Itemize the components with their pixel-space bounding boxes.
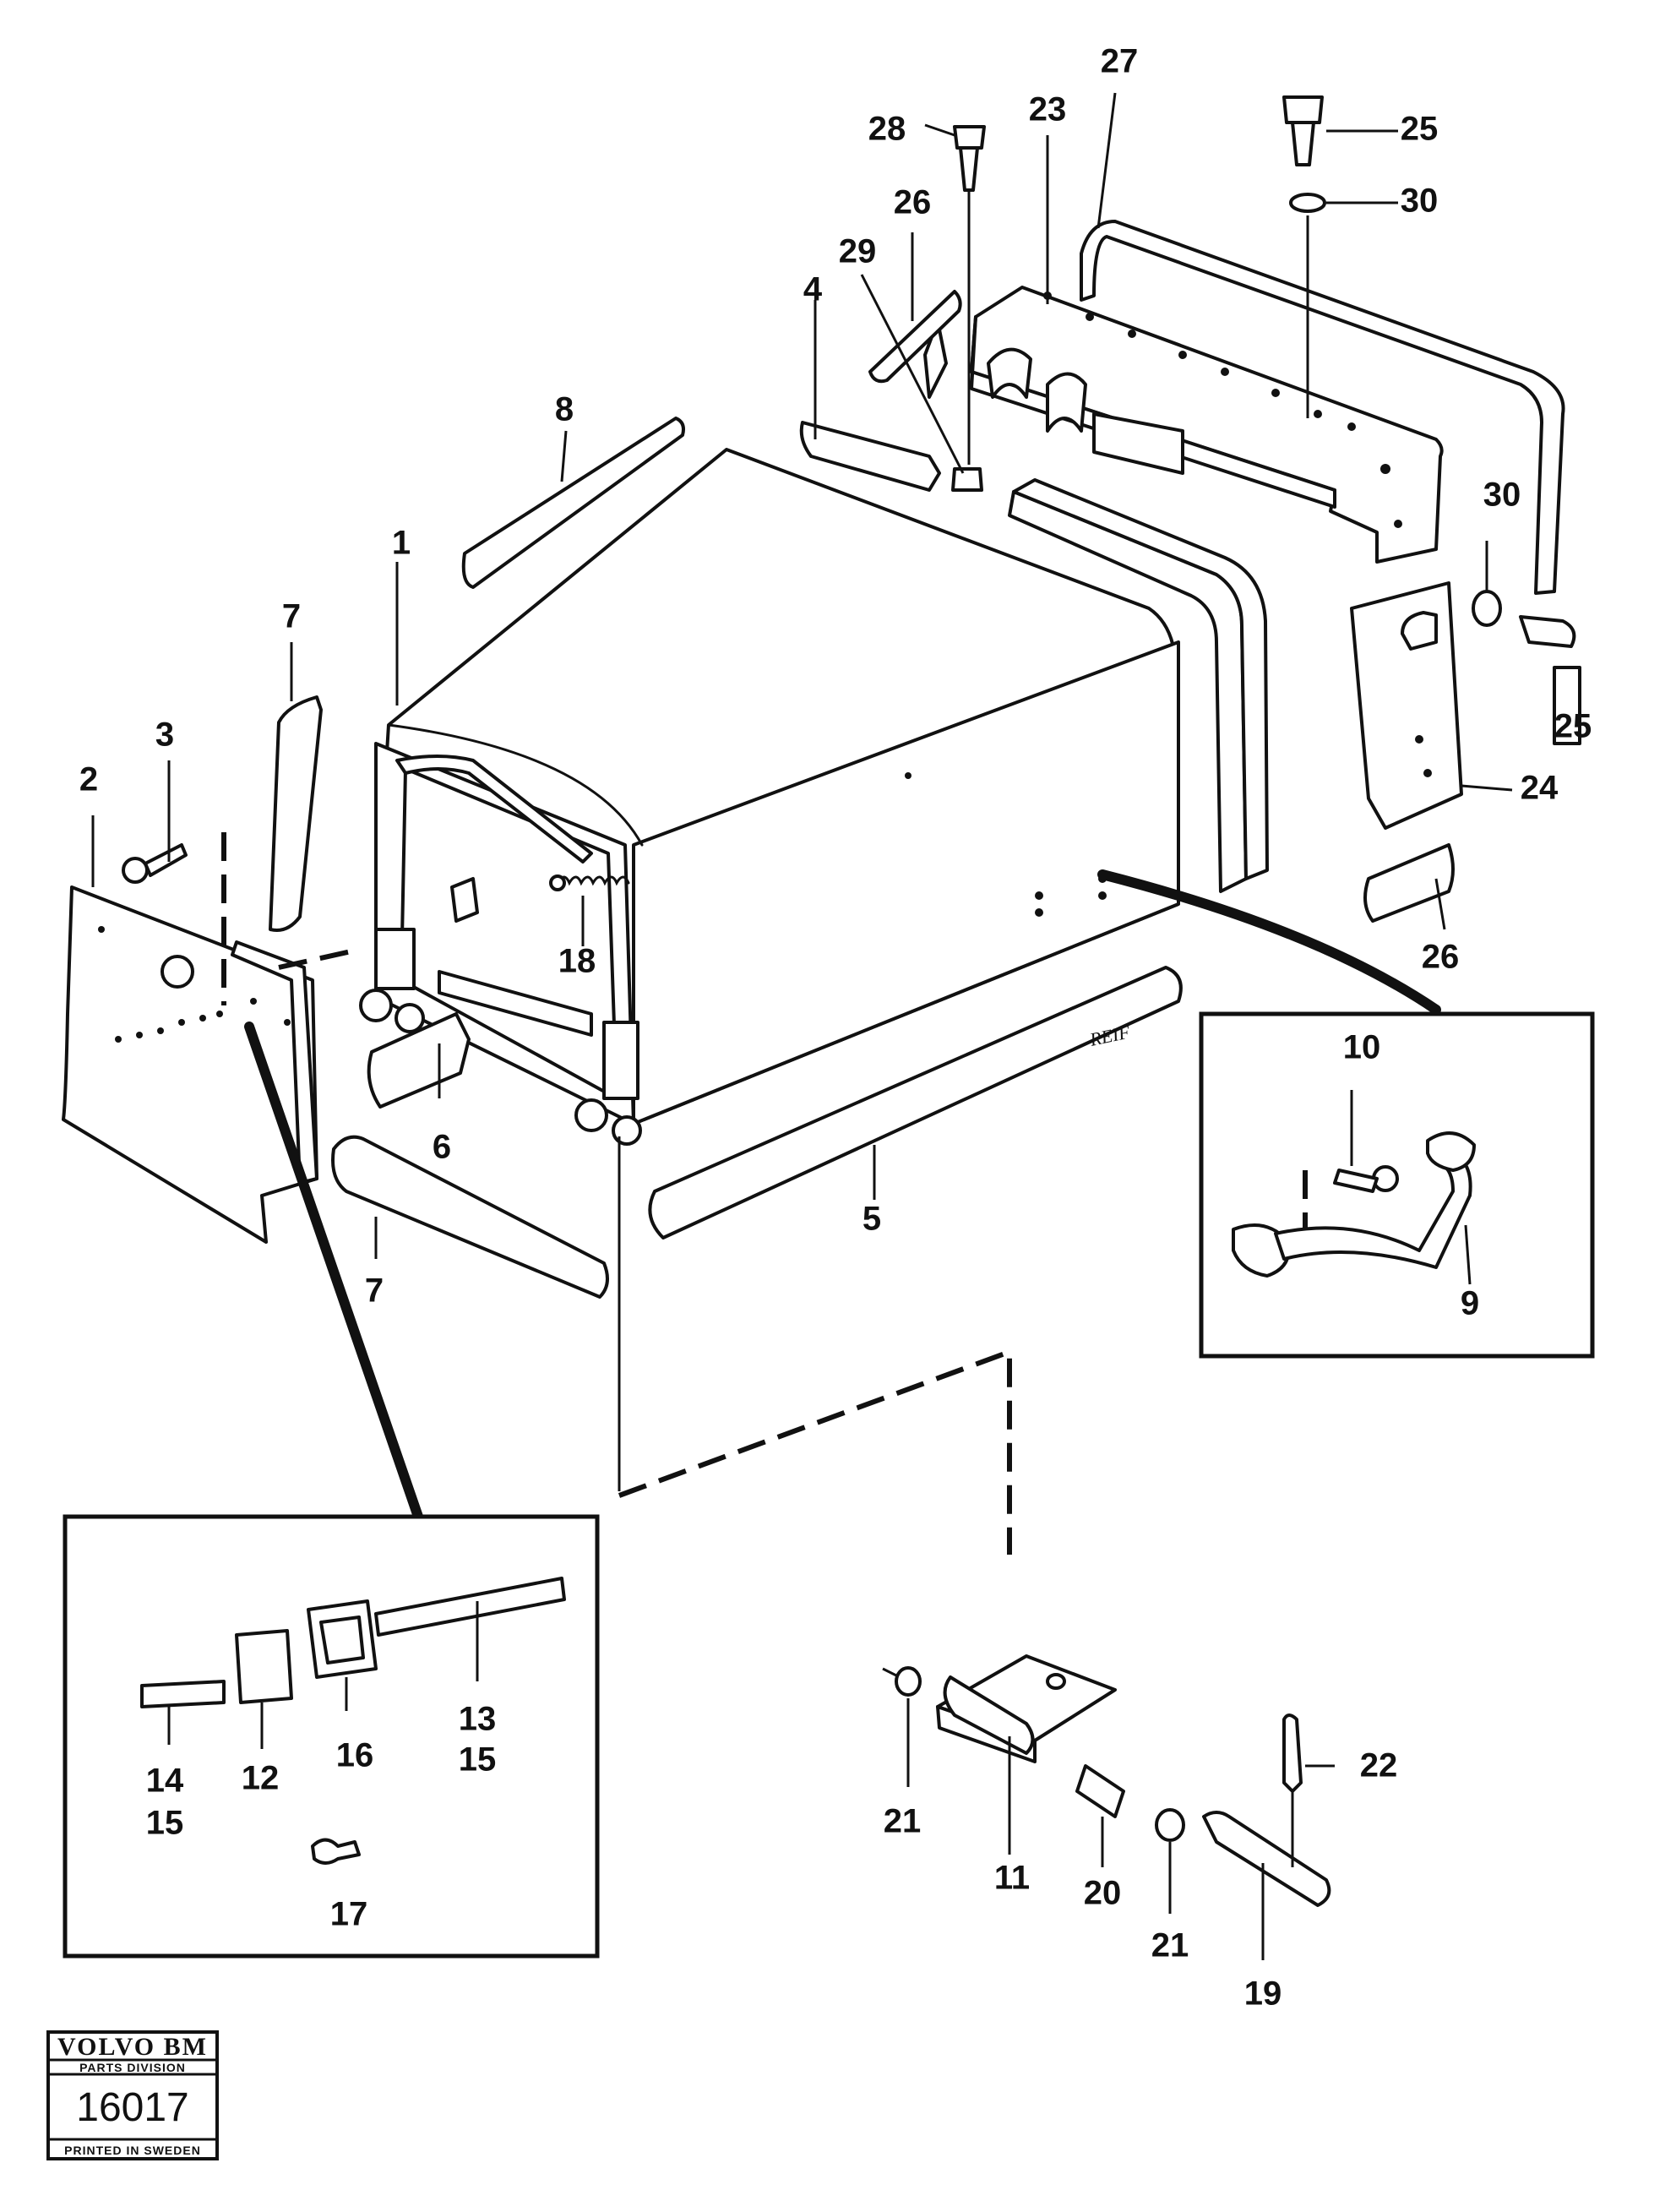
- callout-24: 24: [1521, 770, 1559, 807]
- callout-25-side: 25: [1554, 708, 1592, 745]
- badge-division: PARTS DIVISION: [79, 2061, 186, 2074]
- seal-strips: [461, 417, 1269, 893]
- side-strips: [269, 695, 1183, 1299]
- side-panel-part-2: [62, 832, 318, 1244]
- callout-26-bottom: 26: [1422, 939, 1460, 976]
- handle-inset: [1199, 1011, 1595, 1359]
- callout-29: 29: [839, 233, 877, 270]
- leader-lines: [91, 92, 1513, 1555]
- callout-14: 14: [146, 1763, 184, 1800]
- callout-8: 8: [555, 391, 574, 428]
- callout-19: 19: [1244, 1975, 1282, 2013]
- callout-17: 17: [330, 1896, 368, 1933]
- callout-18: 18: [558, 943, 596, 980]
- callout-10: 10: [1343, 1029, 1381, 1066]
- callout-28: 28: [868, 111, 906, 148]
- callout-4: 4: [803, 271, 823, 308]
- side-plate-part-24: [1350, 581, 1581, 923]
- callout-25-top: 25: [1401, 111, 1439, 148]
- callout-2: 2: [79, 761, 98, 798]
- callout-22: 22: [1360, 1747, 1398, 1784]
- callout-16: 16: [336, 1737, 374, 1774]
- callout-30-top: 30: [1401, 183, 1439, 220]
- badge-number: 16017: [76, 2085, 188, 2130]
- callout-12: 12: [242, 1760, 280, 1797]
- callout-3: 3: [155, 716, 174, 754]
- callout-15-left: 15: [146, 1805, 184, 1842]
- badge-printed: PRINTED IN SWEDEN: [64, 2144, 201, 2157]
- badge-brand: VOLVO BM: [57, 2033, 208, 2061]
- cover-box-part-1: [359, 448, 1180, 1146]
- callout-30-side: 30: [1483, 477, 1521, 514]
- callout-21-right: 21: [1151, 1927, 1189, 1964]
- callout-23: 23: [1029, 91, 1067, 128]
- callout-27: 27: [1101, 43, 1139, 80]
- callout-1: 1: [392, 525, 411, 562]
- callout-11: 11: [994, 1860, 1030, 1897]
- top-bracket-part-23: [868, 95, 1565, 595]
- callout-26-top: 26: [894, 184, 932, 221]
- callout-15-right: 15: [459, 1741, 497, 1779]
- callout-7-upper: 7: [282, 598, 301, 635]
- callout-numbers: 1 2 3 4 5 6 7 7 8 9 10 11 12 13 14 15 15…: [79, 43, 1592, 2013]
- parts-division-badge: VOLVO BM PARTS DIVISION 16017 PRINTED IN…: [46, 2030, 219, 2160]
- emblem-inset: [63, 1514, 600, 1959]
- callout-9: 9: [1461, 1285, 1479, 1322]
- callout-21-left: 21: [884, 1803, 922, 1840]
- callout-5: 5: [862, 1201, 881, 1238]
- callout-6: 6: [433, 1129, 451, 1166]
- callout-20: 20: [1084, 1875, 1122, 1912]
- hinge-assembly: [882, 1654, 1335, 1960]
- callout-7-lower: 7: [365, 1272, 384, 1310]
- callout-13: 13: [459, 1701, 497, 1738]
